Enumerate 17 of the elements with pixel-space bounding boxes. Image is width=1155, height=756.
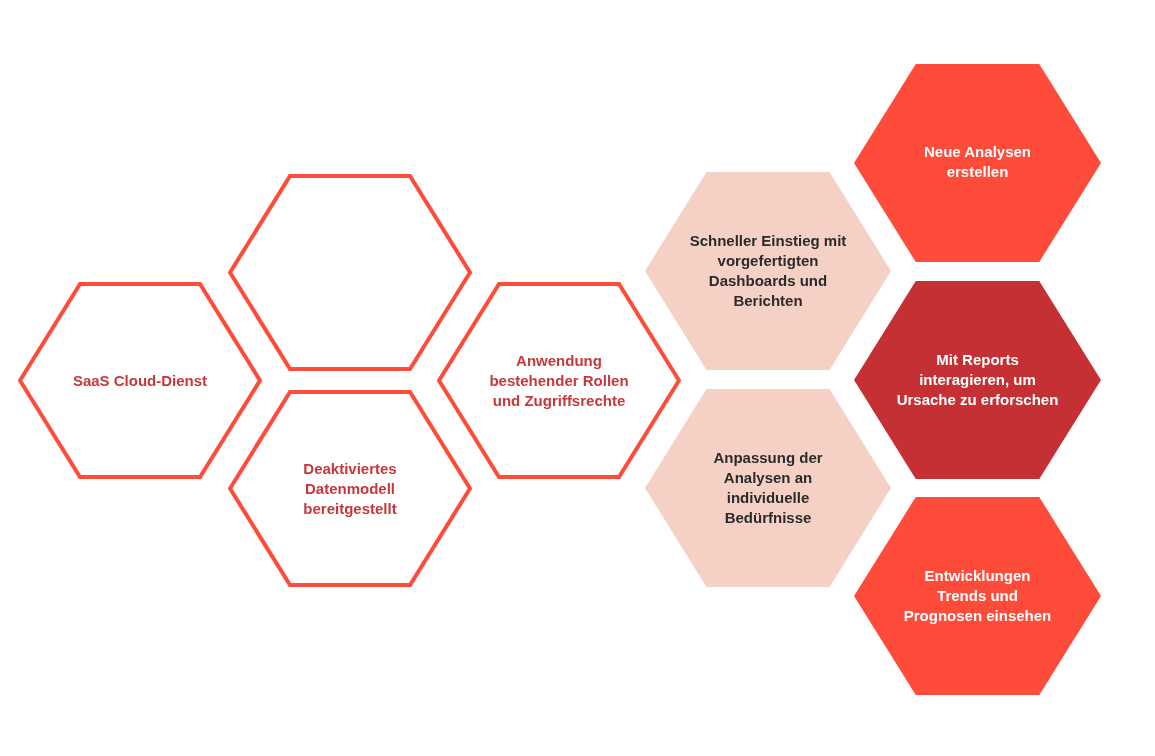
hexagon-label: Schneller Einstieg mit vorgefertigten Dashboards und Berichten (688, 231, 848, 311)
hexagon-tile (645, 172, 891, 370)
hexagon-tile (854, 281, 1101, 479)
hexagon-label: Mit Reports interagieren, um Ursache zu erforschen (895, 350, 1060, 410)
hexagon-label: Anpassung der Analysen an individuelle Bedürfnisse (712, 448, 824, 528)
hexagon-label: Entwicklungen Trends und Prognosen einsehen (902, 566, 1053, 626)
hexagon-tile (437, 282, 681, 479)
hexagon-tile (854, 497, 1101, 695)
hexagon-tile (228, 390, 472, 587)
hexagon-tile (645, 389, 891, 587)
hexagon-label: Neue Analysen erstellen (923, 142, 1032, 182)
hexagon-tile (854, 64, 1101, 262)
hexagon-tile (18, 282, 262, 479)
hexagon-label: Anwendung bestehender Rollen und Zugriffsrechte (488, 350, 630, 411)
hexagon-label: SaaS Cloud-Dienst (71, 370, 209, 391)
hexagon-label: Deaktiviertes Datenmodell bereitgestellt (302, 458, 398, 519)
hexagon-tile (228, 174, 472, 371)
